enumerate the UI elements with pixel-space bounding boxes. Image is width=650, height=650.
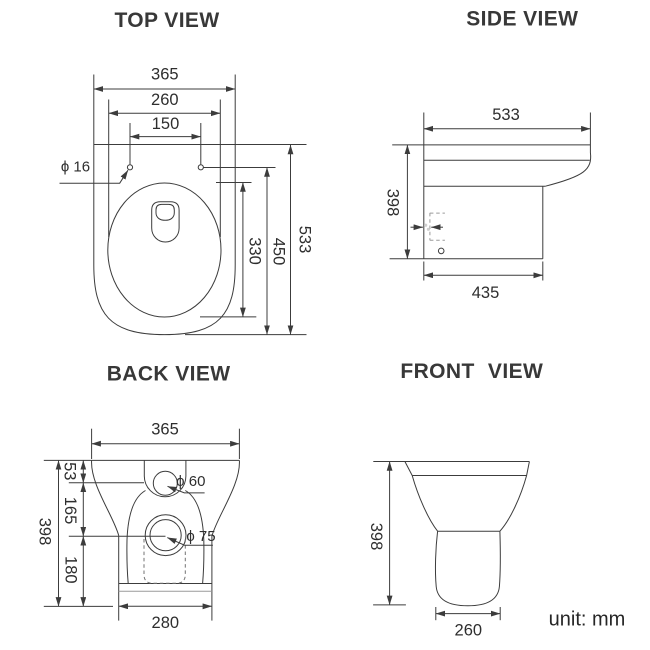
- top-dim-450-label: 450: [269, 238, 287, 266]
- top-phi16-label: ϕ 16: [61, 158, 90, 175]
- side-view-fixing-hole: [437, 247, 445, 255]
- top-view-title: TOP VIEW: [114, 9, 219, 32]
- top-dim-330-label: 330: [246, 237, 264, 265]
- top-view-seat-opening-ellipse: [107, 182, 222, 318]
- front-view-bowl-left-curve: [411, 475, 438, 532]
- back-view-inlet-hole: [152, 470, 178, 496]
- top-dim-533-label: 533: [296, 226, 314, 254]
- back-dim-398-label: 398: [36, 518, 54, 546]
- top-dim-365-label: 365: [151, 66, 179, 84]
- top-dim-260-label: 260: [151, 91, 179, 109]
- back-dim-53-label: 53: [61, 462, 79, 480]
- front-view-title: FRONT VIEW: [400, 360, 543, 383]
- top-view-outer-rim-outline: [93, 144, 236, 336]
- top-view-right-hinge-hole: [197, 164, 204, 171]
- top-dim-150-label: 150: [152, 115, 180, 133]
- side-dim-398-label: 398: [384, 189, 402, 217]
- top-view-drain-outer-shape: [151, 201, 180, 243]
- front-view: FRONT VIEW 398 260: [367, 360, 543, 640]
- front-dim-260-label: 260: [455, 622, 483, 640]
- side-view-bracket-mark: [424, 223, 428, 227]
- side-dim-435-label: 435: [472, 284, 500, 302]
- front-view-seat-left-slant: [404, 461, 413, 476]
- side-view-bowl-front-curve: [544, 152, 592, 187]
- back-view-outer-right-side: [211, 460, 240, 536]
- back-view-title: BACK VIEW: [107, 363, 231, 386]
- side-view-title: SIDE VIEW: [466, 8, 578, 31]
- front-view-pedestal-right-edge: [498, 531, 501, 587]
- back-dim-365-label: 365: [151, 421, 179, 439]
- back-view-outlet-hole-outer: [144, 514, 187, 557]
- back-view-inlet-recess-outline: [143, 460, 187, 498]
- top-view-drain-inner-shape: [155, 203, 175, 221]
- back-phi60-leader: [167, 485, 205, 494]
- unit-note: unit: mm: [549, 609, 626, 631]
- back-view-outlet-hole-inner: [149, 519, 182, 552]
- front-view-seat-right-slant: [526, 461, 530, 476]
- side-view: SIDE VIEW 533 398 435: [384, 8, 592, 302]
- front-view-pedestal-left-edge: [434, 531, 439, 587]
- back-phi75-leader: [167, 537, 213, 546]
- back-dim-280-label: 280: [152, 614, 180, 632]
- back-view-outer-left-side: [91, 460, 120, 536]
- side-view-bracket-mark: [426, 227, 430, 231]
- back-phi75-label: ϕ 75: [186, 528, 215, 545]
- top-view: TOP VIEW 365 260 150 ϕ 16 330: [59, 9, 314, 336]
- back-phi60-label: ϕ 60: [176, 473, 205, 490]
- back-view: BACK VIEW 365 398 53 165 180: [36, 363, 240, 632]
- back-view-inner-left-curve: [126, 490, 146, 584]
- back-view-inner-right-curve: [185, 490, 205, 584]
- front-dim-398-label: 398: [367, 523, 385, 551]
- side-dim-533-label: 533: [492, 106, 520, 124]
- back-dim-180-label: 180: [61, 556, 79, 584]
- front-view-bowl-right-curve: [499, 475, 528, 532]
- top-phi16-leader: [59, 169, 129, 184]
- top-view-left-hinge-hole: [126, 164, 134, 171]
- back-dim-165-label: 165: [61, 497, 79, 525]
- back-view-concealed-trap-outline: [143, 539, 186, 584]
- front-view-pedestal-bottom-curve: [435, 586, 500, 607]
